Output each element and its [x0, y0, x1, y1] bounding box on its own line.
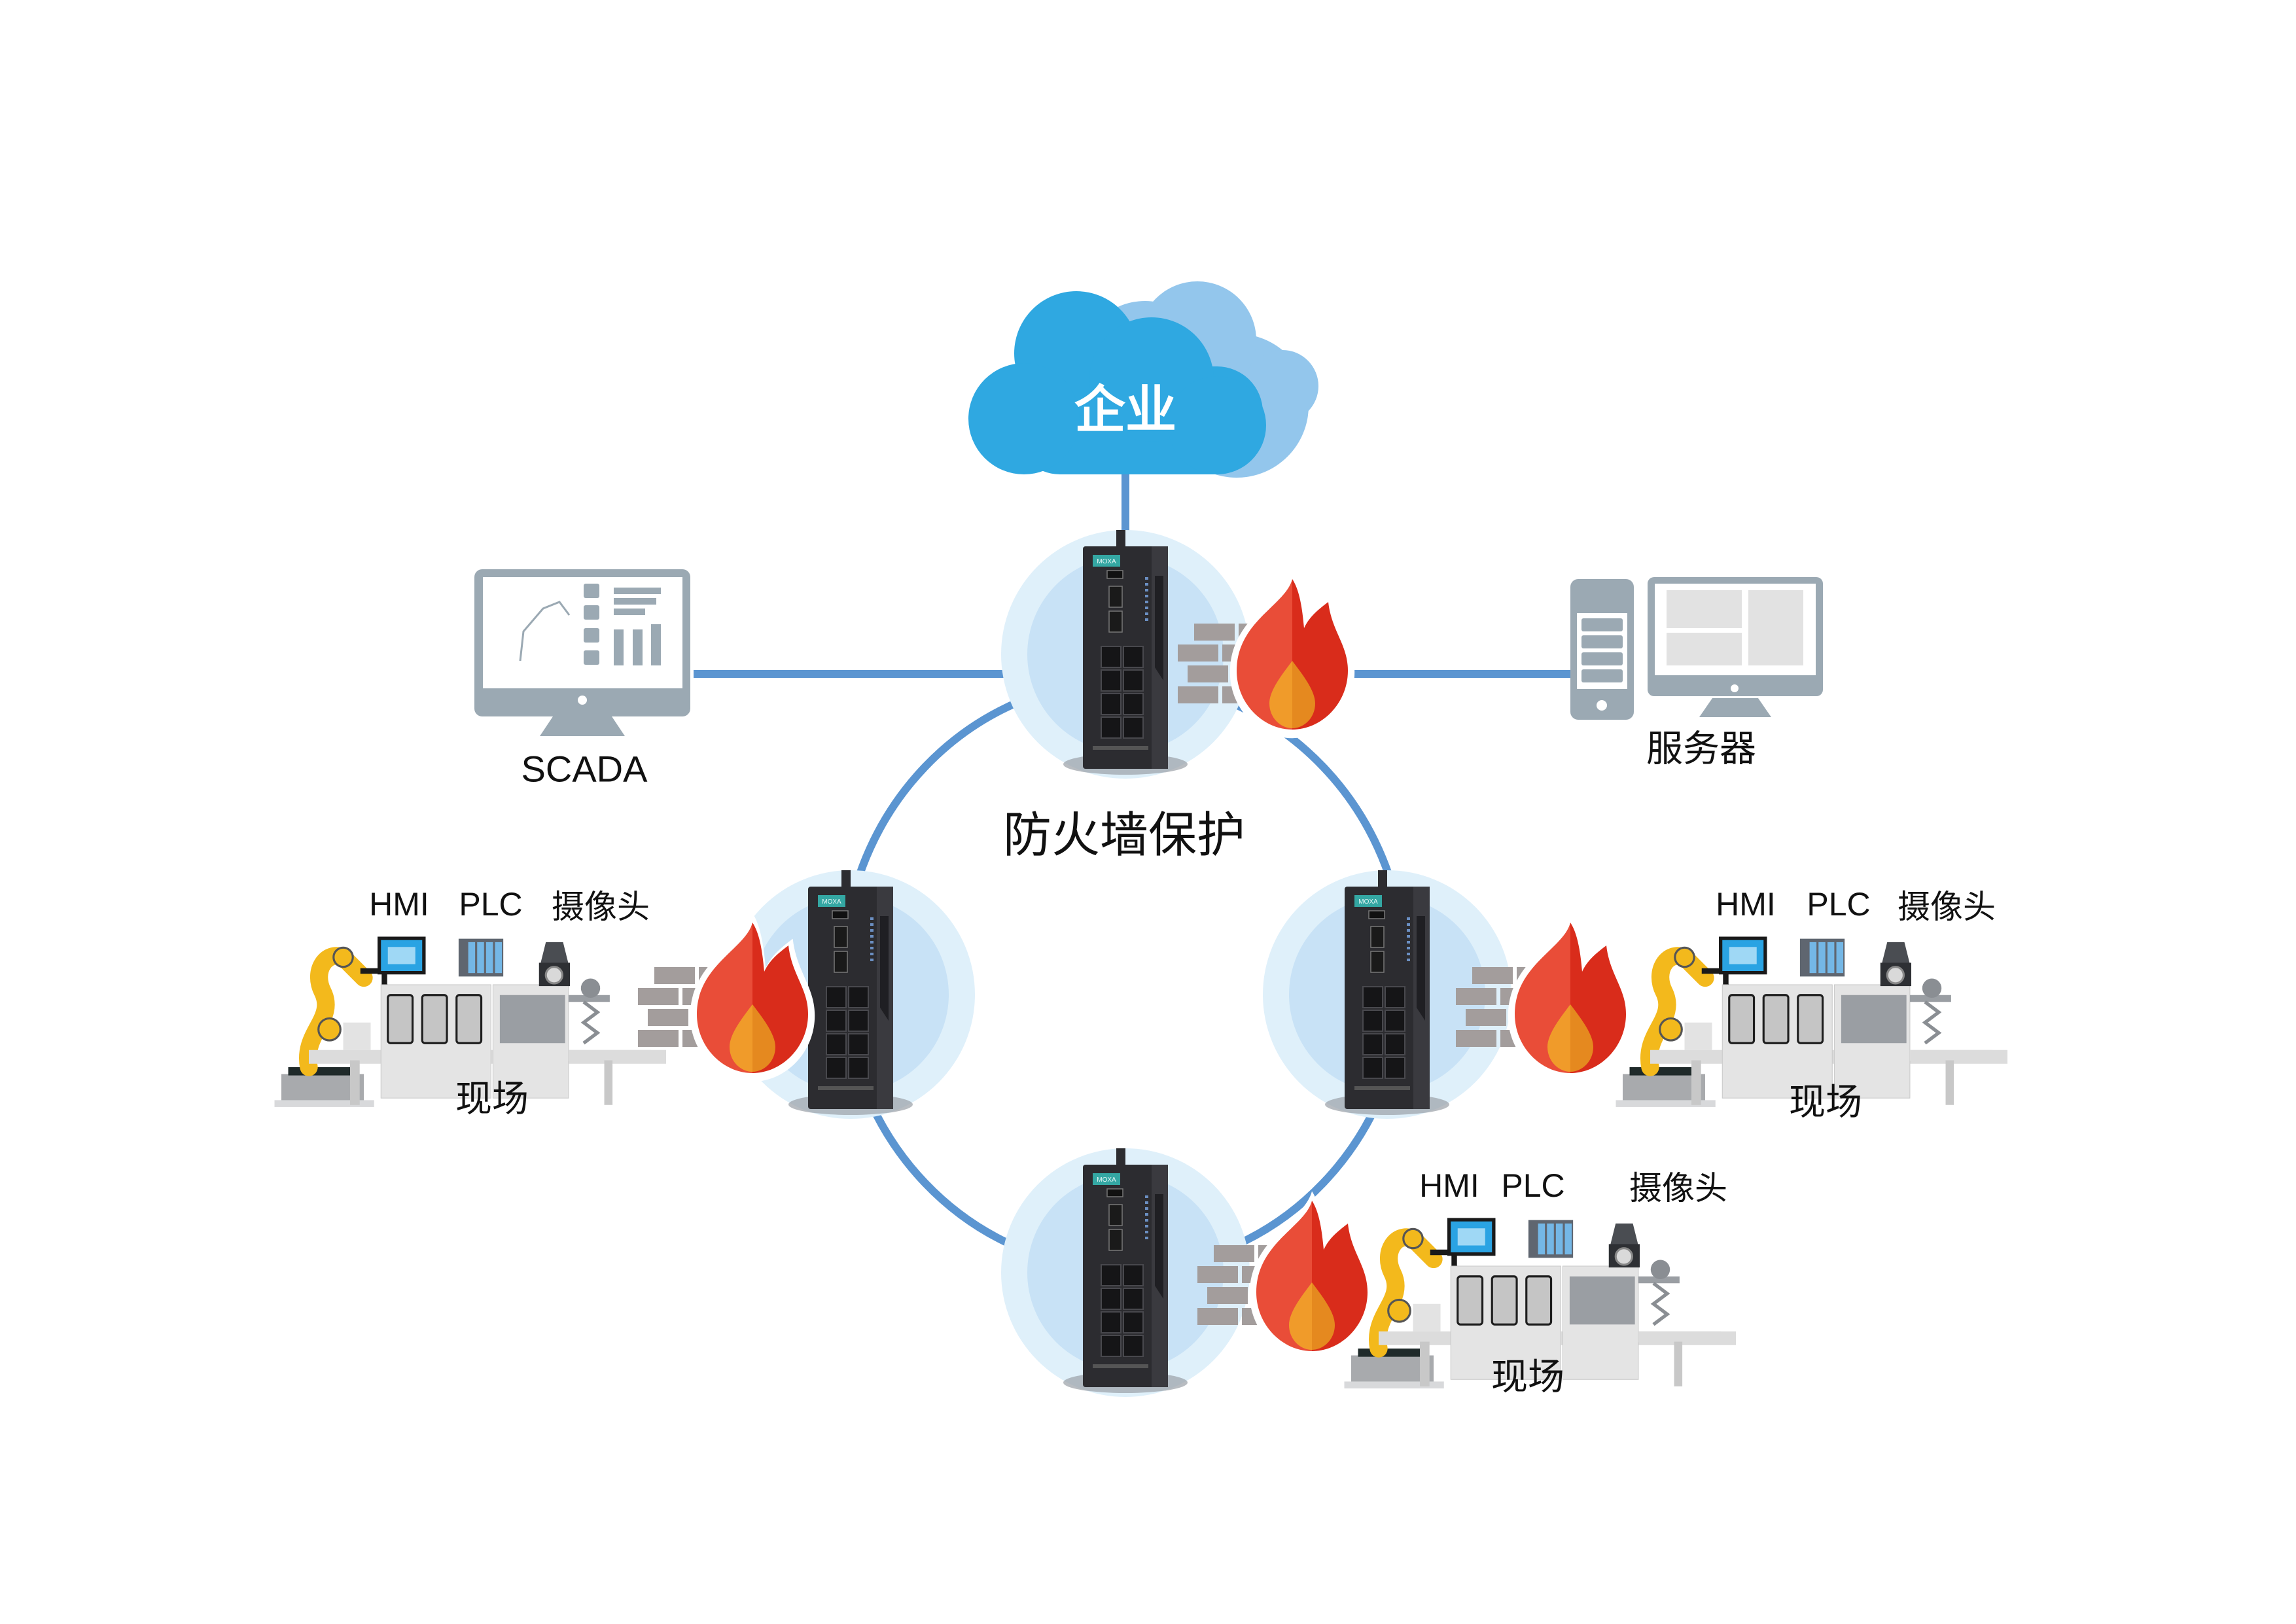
field-right-camera-label: 摄像头 [1898, 889, 1996, 925]
field-bottom-camera-label: 摄像头 [1629, 1170, 1727, 1207]
field-left-camera-label: 摄像头 [552, 889, 650, 925]
scada-label: SCADA [521, 748, 648, 790]
cloud-icon [968, 281, 1318, 478]
field-left-plc-label: PLC [459, 886, 523, 923]
firewall-router-bottom[interactable] [1001, 1148, 1375, 1397]
field-bottom-plc-label: PLC [1501, 1167, 1565, 1204]
field-left-hmi-label: HMI [369, 886, 429, 923]
field-right-plc-label: PLC [1807, 886, 1871, 923]
cloud-label: 企业 [1074, 381, 1177, 438]
field-bottom-label: 现场 [1491, 1356, 1564, 1398]
firewall-router-right[interactable] [1263, 870, 1633, 1119]
field-bottom-hmi-label: HMI [1419, 1167, 1479, 1204]
field-left-label: 现场 [455, 1078, 529, 1120]
firewall-router-top[interactable] [1001, 529, 1355, 779]
scada-monitor-icon[interactable] [474, 569, 690, 736]
server-icon[interactable] [1570, 577, 1823, 720]
server-label: 服务器 [1646, 728, 1756, 769]
field-right-hmi-label: HMI [1716, 886, 1776, 923]
page-title: 防火墙保护 [1003, 807, 1245, 862]
firewall-router-left[interactable] [638, 870, 975, 1119]
field-right-label: 现场 [1789, 1081, 1862, 1123]
